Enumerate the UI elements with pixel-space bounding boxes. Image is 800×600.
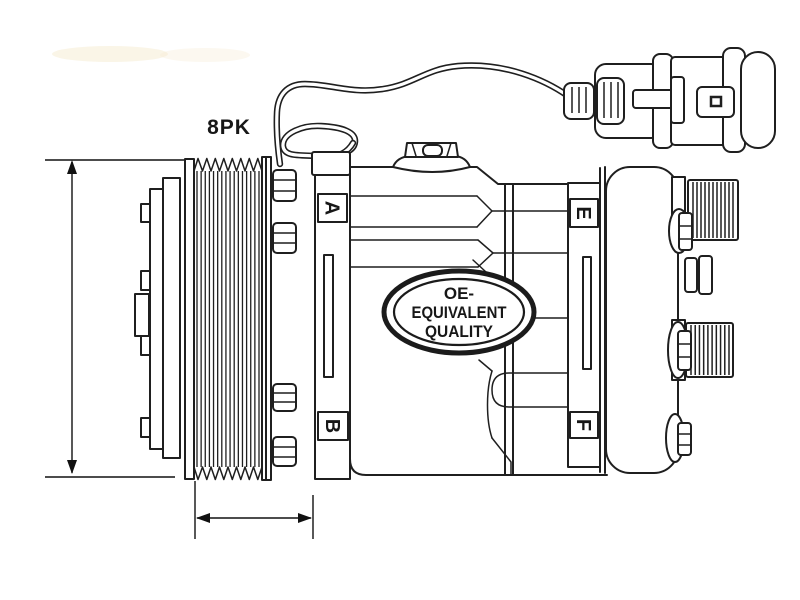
electrical-connector: [563, 47, 776, 153]
connector-wire: [273, 62, 572, 168]
port-b-label: B: [321, 419, 343, 433]
bottom-bolt: [665, 413, 692, 463]
arrowhead-down: [67, 460, 77, 474]
oe-quality-badge: OE- EQUIVALENT QUALITY: [381, 268, 537, 356]
strain-relief: [563, 77, 625, 125]
port-b-box: [317, 411, 349, 441]
scan-smudge: [52, 46, 250, 62]
front-bracket: A B: [314, 156, 351, 480]
hex-nut-small: [684, 255, 713, 295]
arrowhead-right: [298, 513, 312, 523]
fitting-dome: [392, 155, 471, 173]
connector-pin-slot: [709, 95, 723, 108]
bolt: [272, 383, 297, 412]
compressor-body: [349, 166, 679, 476]
connector-latch: [632, 76, 685, 124]
body-internal-lines: [349, 195, 589, 476]
mounting-bolts: [272, 169, 297, 467]
pulley-serration-bottom: [193, 466, 263, 481]
pulley: [184, 156, 272, 481]
bolt: [272, 222, 297, 254]
pulley-grooves: [196, 171, 260, 467]
arrowhead-up: [67, 160, 77, 174]
arrowhead-left: [196, 513, 210, 523]
badge-line-3: QUALITY: [425, 322, 494, 341]
badge-line-1: OE-: [444, 284, 474, 303]
port-e-box: [569, 198, 599, 228]
connector-ribs: [603, 82, 619, 118]
dimension-width: [194, 481, 314, 539]
port-f-label: F: [572, 419, 594, 431]
belt-size-label: 8PK: [207, 116, 251, 139]
port-f-box: [569, 411, 599, 439]
port-threads: [690, 325, 730, 375]
connector-ribs: [571, 87, 587, 113]
dimension-height: [45, 159, 185, 478]
port-a-box: [317, 193, 348, 223]
connector-nose: [740, 51, 776, 149]
bolt: [272, 169, 297, 202]
wire-clamp: [311, 151, 351, 176]
bolt: [272, 436, 297, 467]
port-a-label: A: [321, 201, 343, 215]
top-fitting: [392, 142, 471, 173]
upper-threaded-port: [668, 176, 739, 254]
pulley-serration-top: [193, 157, 263, 172]
port-e-label: E: [572, 206, 594, 219]
rear-ports: [665, 176, 739, 463]
lower-threaded-port: [667, 319, 734, 381]
badge-line-2: EQUIVALENT: [412, 303, 508, 322]
rear-bracket: E F: [567, 182, 601, 468]
body-slot: [491, 372, 574, 408]
clutch-hub: [134, 177, 181, 459]
